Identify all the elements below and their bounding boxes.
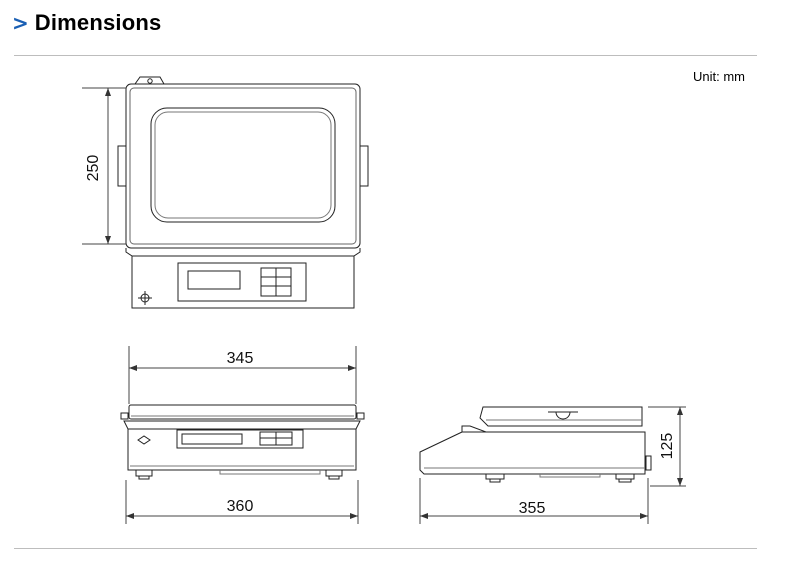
unit-label: Unit: mm — [693, 69, 745, 84]
front-view — [120, 346, 365, 524]
top-divider — [14, 55, 757, 56]
page-title: Dimensions — [34, 10, 162, 35]
dimension-front-width-bottom: 360 — [227, 498, 254, 515]
dimension-side-height: 125 — [659, 433, 676, 460]
bottom-divider — [14, 548, 757, 549]
side-view — [419, 406, 686, 524]
dimension-front-width-top: 345 — [227, 350, 254, 367]
section-header: > Dimensions — [12, 9, 161, 37]
dimension-top-depth: 250 — [85, 155, 102, 182]
dimension-side-depth: 355 — [519, 500, 546, 517]
top-view — [82, 76, 369, 309]
chevron-right-icon: > — [12, 11, 29, 35]
